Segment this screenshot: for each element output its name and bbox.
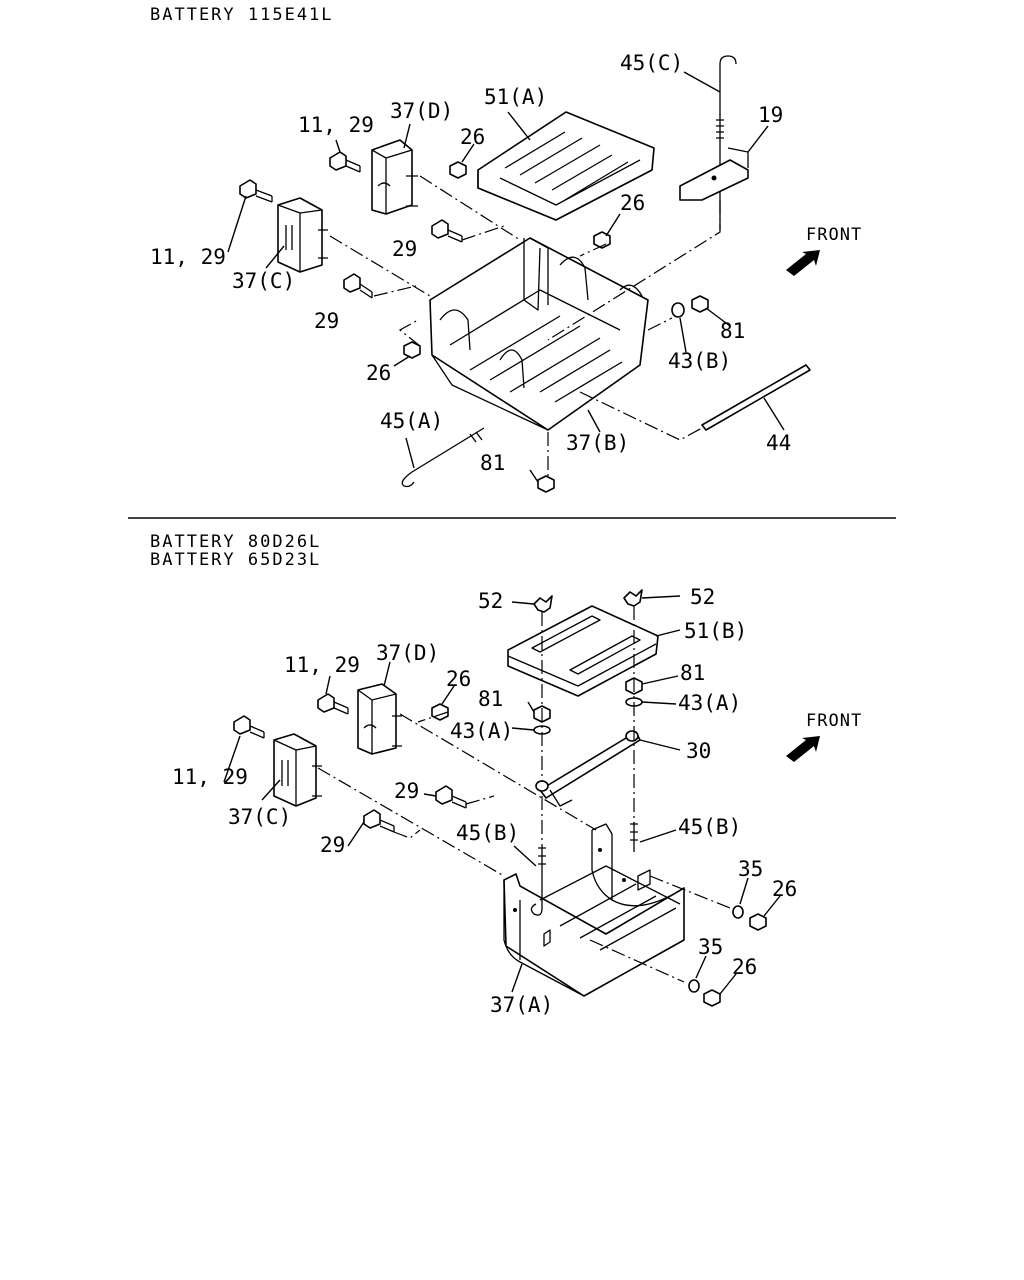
section-1-drawing: 45(C) 19 51(A) 37(D) 11, 29 26 26 11, 29… — [150, 51, 862, 493]
callout-29-lower-section-2: 29 — [320, 833, 345, 857]
callout-43b: 43(B) — [668, 349, 731, 373]
front-label-section-2: FRONT — [806, 711, 862, 731]
callout-26-right-upper: 26 — [772, 877, 797, 901]
callout-51a: 51(A) — [484, 85, 547, 109]
assembly-lines-section-1 — [329, 175, 721, 478]
callout-37d-section-2: 37(D) — [376, 641, 439, 665]
callout-30: 30 — [686, 739, 711, 763]
bolts-section-2 — [233, 693, 467, 833]
callout-51b: 51(B) — [684, 619, 747, 643]
leaders-section-1 — [227, 71, 785, 483]
battery-tray-37a — [503, 823, 685, 997]
front-arrow-icon-section-2 — [786, 736, 820, 762]
bar-30 — [535, 730, 641, 807]
callout-81-bottom: 81 — [480, 451, 505, 475]
callout-11-29-upper: 11, 29 — [298, 113, 374, 137]
callout-29-mid: 29 — [392, 237, 417, 261]
callout-81-left-section-2: 81 — [478, 687, 503, 711]
callout-26-lower: 26 — [366, 361, 391, 385]
clamp-37c-section-2 — [273, 733, 322, 807]
callout-29-mid-section-2: 29 — [394, 779, 419, 803]
callout-11-29-left: 11, 29 — [150, 245, 226, 269]
j-bolt-45c — [716, 55, 737, 230]
nut-26-upper-section-2 — [431, 703, 449, 721]
clamp-37d-section-2 — [357, 683, 402, 755]
callout-45a: 45(A) — [380, 409, 443, 433]
callout-81-right-section-2: 81 — [680, 661, 705, 685]
callout-45b-right: 45(B) — [678, 815, 741, 839]
hold-down-plate-51a — [477, 111, 655, 221]
nut-81-bottom — [537, 475, 555, 493]
callout-26-upper-section-2: 26 — [446, 667, 471, 691]
callout-45b-left: 45(B) — [456, 821, 519, 845]
callout-44: 44 — [766, 431, 791, 455]
section-1-header: BATTERY 115E41L — [150, 5, 334, 25]
callout-26-upper: 26 — [460, 125, 485, 149]
callout-26-right: 26 — [620, 191, 645, 215]
hold-down-plate-51b — [507, 605, 659, 697]
callout-43a-left: 43(A) — [450, 719, 513, 743]
callout-37b: 37(B) — [566, 431, 629, 455]
front-arrow-icon — [786, 250, 820, 276]
callout-11-29-upper-section-2: 11, 29 — [284, 653, 360, 677]
section-2-drawing: 52 52 51(B) 81 43(A) 81 43(A) 37(D) 26 1… — [172, 585, 862, 1017]
assembly-lines-section-2 — [317, 606, 731, 983]
callout-81-right: 81 — [720, 319, 745, 343]
battery-tray-37b — [429, 237, 649, 431]
clamp-37d — [371, 139, 418, 215]
callout-43a-right: 43(A) — [678, 691, 741, 715]
section-2-header-line-1: BATTERY 80D26L — [150, 532, 322, 552]
callout-37a: 37(A) — [490, 993, 553, 1017]
leaders-section-2 — [223, 595, 781, 995]
callout-29-lower: 29 — [314, 309, 339, 333]
washers-nuts-right-section-2 — [688, 905, 767, 1007]
rod-44 — [701, 364, 811, 431]
callout-26-right-lower: 26 — [732, 955, 757, 979]
washer-nut-right-section-1 — [671, 295, 709, 318]
nuts-26-section-1 — [403, 161, 611, 359]
callout-52-left: 52 — [478, 589, 503, 613]
callout-37d: 37(D) — [390, 99, 453, 123]
callout-37c-section-2: 37(C) — [228, 805, 291, 829]
section-2-header-line-2: BATTERY 65D23L — [150, 550, 322, 570]
front-label-section-1: FRONT — [806, 225, 862, 245]
callout-37c: 37(C) — [232, 269, 295, 293]
callout-35-upper: 35 — [738, 857, 763, 881]
bracket-19 — [679, 147, 749, 201]
callout-45c: 45(C) — [620, 51, 683, 75]
callout-35-lower: 35 — [698, 935, 723, 959]
clamp-37c — [277, 197, 328, 273]
callout-52-right: 52 — [690, 585, 715, 609]
callout-11-29-left-section-2: 11, 29 — [172, 765, 248, 789]
j-bolt-45a — [401, 427, 485, 488]
callout-19: 19 — [758, 103, 783, 127]
wing-nuts-52 — [533, 589, 643, 613]
